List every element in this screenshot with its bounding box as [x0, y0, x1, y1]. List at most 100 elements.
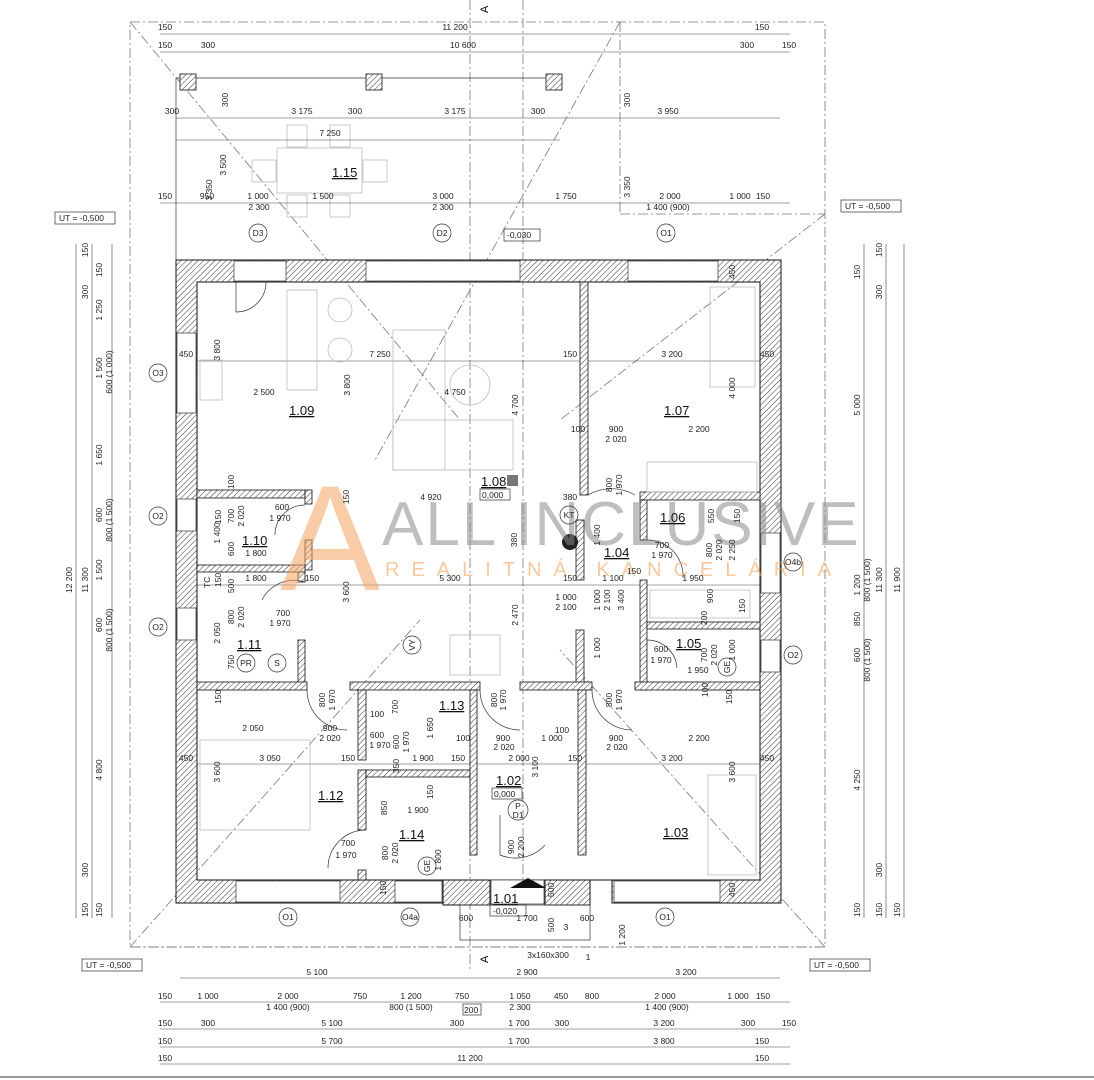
dimension-label: 1 750 — [555, 191, 577, 201]
fixtures — [199, 281, 758, 941]
dimension-label: 2 500 — [253, 387, 275, 397]
dimension-label: 150 — [213, 510, 223, 524]
tag-circle — [148, 617, 168, 637]
level-ut: UT = -0,500 — [59, 213, 104, 223]
dimension-label: 2 000 — [654, 991, 676, 1001]
column — [365, 73, 383, 91]
dimension-lines — [0, 33, 1094, 1078]
dimension-label: 2 200 — [516, 836, 526, 858]
dimension-label: 900 — [609, 733, 623, 743]
dimension-label: 1 000 — [555, 592, 577, 602]
tag-pr: PR — [240, 658, 252, 668]
dimension-label: 100 — [370, 709, 384, 719]
door-d3 — [233, 260, 287, 282]
dimension-label: 2 470 — [510, 604, 520, 626]
dimension-label: 2 300 — [432, 202, 454, 212]
dimension-label: 750 — [353, 991, 367, 1001]
level-marks: UT = -0,500 UT = -0,500 UT = -0,500 UT =… — [54, 5, 902, 1016]
dimension-label: 3 050 — [259, 753, 281, 763]
room-1-02: 1.02 — [496, 773, 521, 788]
dimension-label: 3 200 — [661, 349, 683, 359]
tag-circle — [148, 506, 168, 526]
dimension-label: 3 175 — [291, 106, 313, 116]
dimension-label: 100 — [700, 683, 710, 697]
level-terrace: -0,030 — [507, 230, 531, 240]
dimension-label: 5 300 — [439, 573, 461, 583]
window-o3 — [176, 332, 197, 414]
dimension-label: 500 — [546, 883, 556, 897]
wardrobe — [709, 286, 756, 388]
tag-tc: TC — [202, 577, 212, 588]
dimension-label: 150 — [158, 1036, 172, 1046]
dimension-label: 300 — [348, 106, 362, 116]
room-1-04: 1.04 — [604, 545, 629, 560]
dimension-label: 800 — [489, 693, 499, 707]
dimension-label: 380 — [509, 533, 519, 547]
tag-circle — [432, 223, 452, 243]
dimension-label: 450 — [727, 265, 737, 279]
dimension-label: 2 020 — [236, 505, 246, 527]
dimension-label: 700 — [390, 700, 400, 714]
dimension-label: 150 — [158, 1053, 172, 1063]
room-1-11: 1.11 — [237, 637, 261, 652]
dimension-label: 7 250 — [369, 349, 391, 359]
dimension-label: 4 250 — [852, 769, 862, 791]
kitchen-counter — [286, 289, 318, 391]
dimension-label: 2 000 — [508, 753, 530, 763]
dimension-label: 2 300 — [248, 202, 270, 212]
dimension-label: 1 970 — [327, 689, 337, 711]
dimension-label: 150 — [755, 22, 769, 32]
tag-circle — [248, 223, 268, 243]
terrace — [175, 73, 563, 260]
dimension-label: 2 020 — [493, 742, 515, 752]
dimension-label: 1 970 — [498, 689, 508, 711]
dimension-label: 150 — [755, 1053, 769, 1063]
window-o4b — [760, 532, 781, 594]
stairs-attic — [449, 634, 501, 676]
dimension-label: 300 — [80, 285, 90, 299]
room-labels: 1.15 1.09 1.08 1.07 1.06 1.10 1.04 1.11 … — [237, 165, 701, 906]
tag-ge-114: GE — [422, 860, 432, 873]
dimension-label: 150 — [158, 191, 172, 201]
dimension-label: 150 — [852, 265, 862, 279]
dimension-label: 600 — [275, 502, 289, 512]
dimension-label: 600 — [580, 913, 594, 923]
dimension-label: 800 — [585, 991, 599, 1001]
chevron-down-icon[interactable] — [507, 475, 518, 486]
section-marker-top: A — [479, 5, 491, 13]
dimension-label: 600 — [654, 644, 668, 654]
dimension-label: 900 — [705, 589, 715, 603]
dimension-label: 3 800 — [653, 1036, 675, 1046]
bed — [646, 461, 758, 493]
dimension-label: 3 350 — [204, 179, 214, 201]
tag-circle — [656, 223, 676, 243]
dimension-label: 1 100 — [602, 573, 624, 583]
tag-o4a: O4a — [402, 912, 418, 922]
dimension-label: 750 — [226, 655, 236, 669]
tag-circle — [507, 799, 529, 821]
dimension-label: 350 — [391, 759, 401, 773]
dimension-label: 1 500 — [94, 559, 104, 581]
window-o1-bottom-left — [235, 880, 341, 903]
dimension-label: 150 — [732, 509, 742, 523]
column — [179, 73, 197, 91]
dimension-label: 5 100 — [321, 1018, 343, 1028]
dimension-label: 150 — [627, 566, 641, 576]
dimension-label: 1 970 — [369, 740, 391, 750]
dimension-label: 2 250 — [727, 539, 737, 561]
room-1-05: 1.05 — [676, 636, 701, 651]
dimension-label: 1 000 — [592, 589, 602, 611]
dimension-label: 3 800 — [342, 374, 352, 396]
dimension-label: 2 020 — [605, 434, 627, 444]
tag-o2-left-a: O2 — [152, 511, 164, 521]
door-d2 — [365, 260, 521, 282]
dimension-label: 450 — [554, 991, 568, 1001]
dimension-label: 1 950 — [687, 665, 709, 675]
dimension-label: 1 970 — [335, 850, 357, 860]
exterior-wall — [175, 259, 782, 906]
dimension-label: 1 700 — [516, 913, 538, 923]
dimension-label: 200 — [699, 611, 709, 625]
dimension-label: 2 020 — [390, 842, 400, 864]
dimension-label: 600 — [94, 618, 104, 632]
dimension-label: 11 300 — [874, 567, 884, 593]
